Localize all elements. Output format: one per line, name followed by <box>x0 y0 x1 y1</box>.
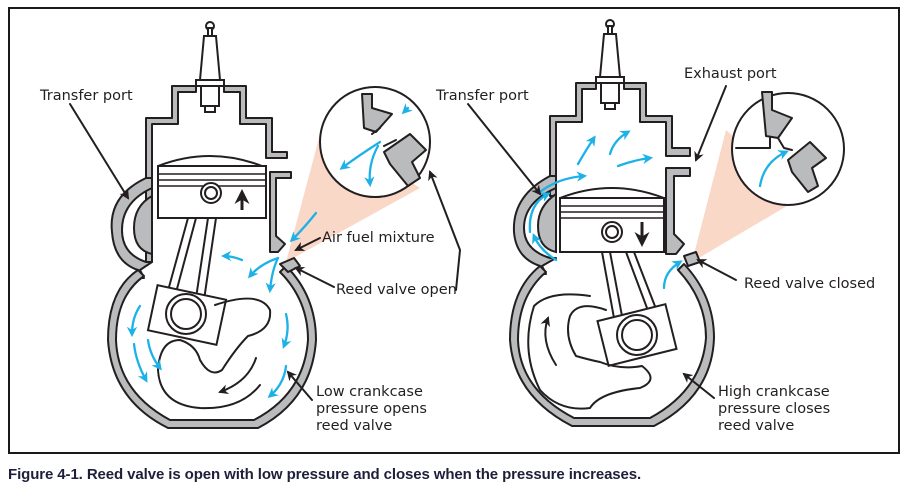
right-exhaust-port-leader <box>694 85 727 162</box>
left-connecting-rod <box>146 217 228 346</box>
right-cylinder-wall-right <box>665 167 691 255</box>
right-piston <box>559 187 665 253</box>
left-reed-valve-detail <box>319 86 431 198</box>
left-spark-plug <box>195 21 225 113</box>
right-cylinder-head-right <box>623 82 691 157</box>
left-pressure-label-3: reed valve <box>316 418 392 434</box>
left-air-fuel-label: Air fuel mixture <box>322 230 435 246</box>
right-exhaust-port-label: Exhaust port <box>684 66 777 82</box>
right-spark-plug <box>595 19 625 110</box>
figure-caption: Figure 4-1. Reed valve is open with low … <box>8 466 642 483</box>
left-flow-arrows <box>126 211 318 399</box>
left-air-fuel-leader <box>294 237 321 251</box>
right-flow-arrows <box>528 130 683 290</box>
right-crank-web <box>527 293 652 410</box>
left-reed-detail-leader <box>428 170 461 291</box>
left-pressure-label-2: pressure opens <box>316 401 427 417</box>
right-connecting-rod <box>596 251 678 367</box>
right-reed-valve <box>683 251 701 267</box>
left-pressure-label-1: Low crankcase <box>316 384 423 400</box>
right-transfer-port-label: Transfer port <box>435 88 529 104</box>
left-transfer-port-leader <box>69 103 130 200</box>
left-transfer-passage <box>110 177 153 279</box>
left-cylinder-wall-right <box>269 171 292 253</box>
left-crank-web <box>157 297 272 410</box>
right-pressure-label-3: reed valve <box>718 418 794 434</box>
right-reed-valve-detail <box>731 91 845 206</box>
left-engine: Transfer port Air fuel mixture Reed valv… <box>39 21 461 434</box>
left-reed-valve-leader <box>294 267 335 288</box>
right-reed-valve-label: Reed valve closed <box>744 276 875 292</box>
left-cylinder-head-right <box>223 85 288 159</box>
figure-frame <box>8 7 900 454</box>
left-pressure-leader <box>286 370 313 401</box>
left-piston <box>157 155 267 219</box>
right-reed-valve-leader <box>696 259 737 281</box>
right-transfer-port-leader <box>467 103 542 196</box>
right-pressure-leader <box>682 372 715 399</box>
right-pressure-label-2: pressure closes <box>718 401 830 417</box>
right-crank-rotation-arrow <box>540 316 557 366</box>
left-crankcase <box>107 265 317 429</box>
left-crank-rotation-arrow <box>218 357 257 395</box>
left-reed-valve-label: Reed valve open <box>336 282 457 298</box>
right-engine: Transfer port Exhaust port Reed valve cl… <box>435 19 875 434</box>
right-transfer-passage <box>512 175 557 275</box>
right-pressure-label-1: High crankcase <box>718 384 830 400</box>
right-crankcase <box>509 263 715 427</box>
left-transfer-port-label: Transfer port <box>39 88 133 104</box>
right-zoom-cone <box>692 130 804 262</box>
